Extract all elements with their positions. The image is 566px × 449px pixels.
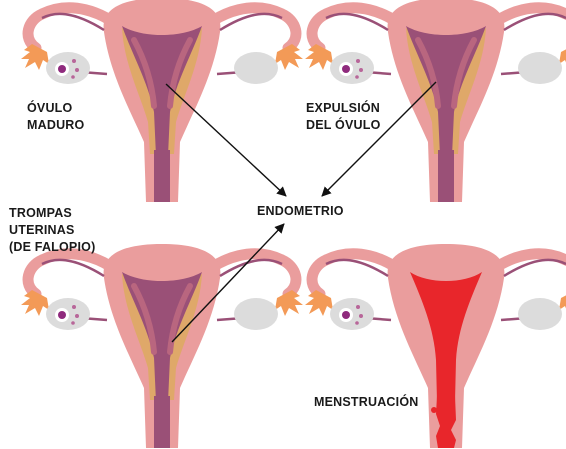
ovary-with-egg	[330, 52, 374, 84]
ovary-right	[518, 298, 562, 330]
ovary-right	[234, 298, 278, 330]
label-line: UTERINAS	[9, 222, 95, 239]
uterus-bottom-left	[21, 244, 303, 448]
uterus-bottom-right	[305, 244, 566, 448]
arrow-from-top-left	[166, 84, 286, 196]
ovary-with-egg	[330, 298, 374, 330]
label-menstruacion: MENSTRUACIÓN	[314, 394, 418, 411]
label-line: ÓVULO	[27, 100, 84, 117]
ovary-right	[518, 52, 562, 84]
ovary-right	[234, 52, 278, 84]
ovary-with-egg	[46, 298, 90, 330]
label-line: TROMPAS	[9, 205, 95, 222]
label-line: DEL ÓVULO	[306, 117, 381, 134]
label-ovulo-maduro: ÓVULO MADURO	[27, 100, 84, 134]
label-trompas: TROMPAS UTERINAS (DE FALOPIO)	[9, 205, 95, 256]
label-line: MADURO	[27, 117, 84, 134]
label-line: EXPULSIÓN	[306, 100, 381, 117]
label-expulsion-ovulo: EXPULSIÓN DEL ÓVULO	[306, 100, 381, 134]
ovary-with-egg	[46, 52, 90, 84]
label-line: (DE FALOPIO)	[9, 239, 95, 256]
label-endometrio: ENDOMETRIO	[257, 203, 344, 220]
